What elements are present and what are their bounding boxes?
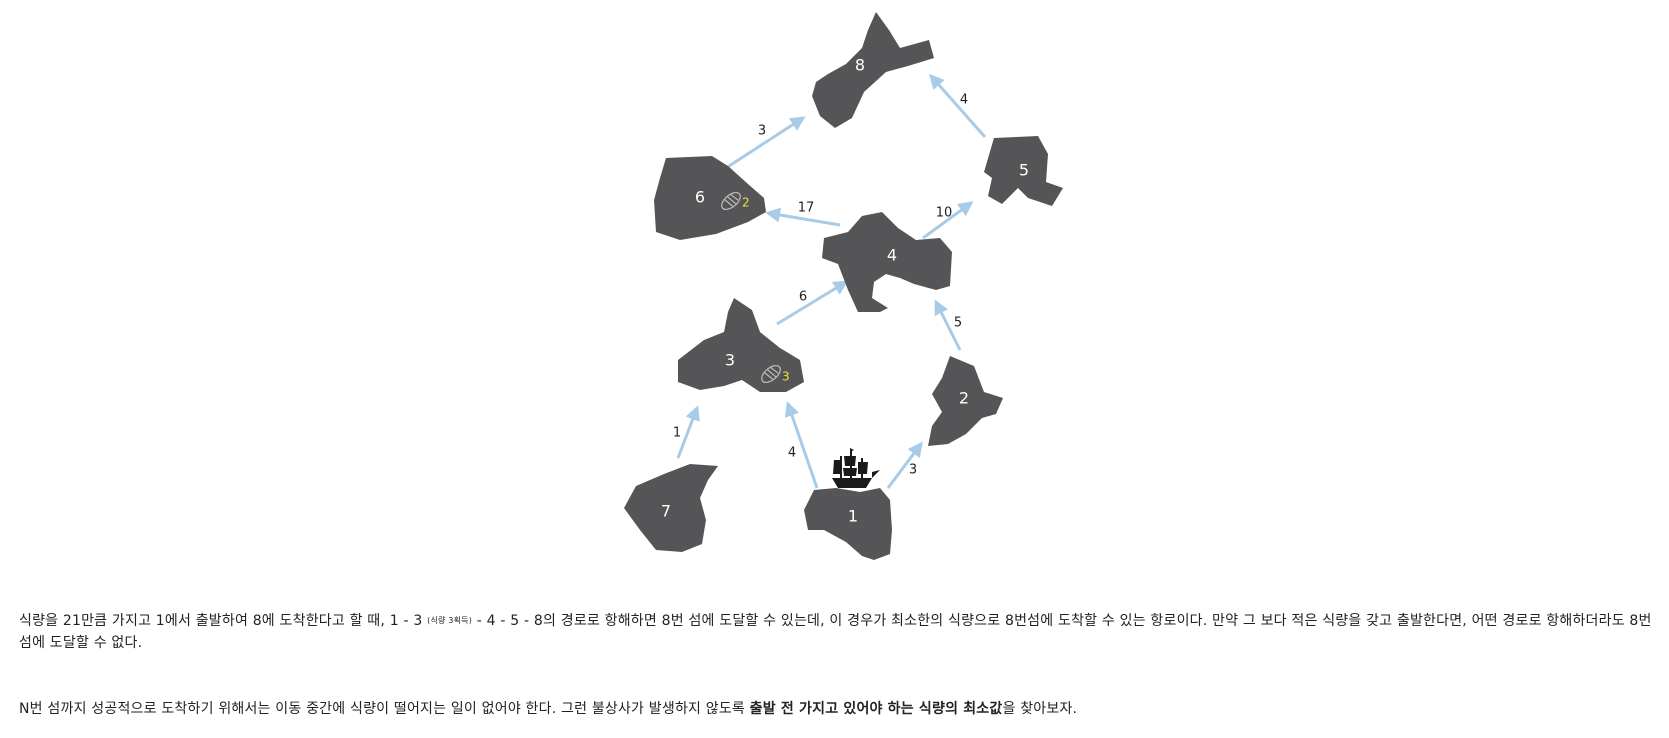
island-1-label: 1 bbox=[848, 507, 858, 526]
edge-5-8: 4 bbox=[929, 73, 987, 138]
edge-weight-5-8: 4 bbox=[960, 93, 968, 108]
edge-weight-1-2: 3 bbox=[909, 463, 917, 478]
edge-3-4: 6 bbox=[776, 280, 849, 326]
edge-weight-4-5: 10 bbox=[936, 206, 953, 221]
edge-weight-7-3: 1 bbox=[673, 426, 681, 441]
ship-icon bbox=[832, 448, 880, 488]
island-2: 2 bbox=[928, 356, 1003, 446]
description-text-1b: - 4 - 5 - 8의 경로로 항해하면 8번 섬에 도달할 수 있는데, 이… bbox=[19, 613, 1652, 651]
description-emphasis: 출발 전 가지고 있어야 하는 식량의 최소값 bbox=[749, 701, 1003, 717]
edge-7-3: 1 bbox=[673, 405, 700, 459]
bread-icon bbox=[721, 191, 741, 211]
edge-weight-6-8: 3 bbox=[758, 124, 766, 139]
edge-4-5: 10 bbox=[922, 201, 974, 240]
edge-weight-1-3: 4 bbox=[788, 446, 796, 461]
island-3-food: 3 bbox=[782, 370, 790, 384]
island-5: 5 bbox=[984, 136, 1063, 206]
bread-icon bbox=[761, 364, 781, 384]
island-7-label: 7 bbox=[661, 502, 671, 521]
island-6-label: 6 bbox=[695, 188, 705, 207]
island-6-food: 2 bbox=[742, 196, 750, 210]
edge-1-3: 4 bbox=[784, 401, 819, 489]
edge-1-2: 3 bbox=[886, 441, 923, 489]
edge-4-6: 17 bbox=[765, 201, 841, 227]
description-paragraph-1: 식량을 21만큼 가지고 1에서 출발하여 8에 도착한다고 할 때, 1 - … bbox=[19, 610, 1659, 654]
island-6: 6 2 bbox=[654, 156, 766, 240]
description-small-note: (식량 3획득) bbox=[427, 616, 473, 625]
edge-6-8: 3 bbox=[725, 116, 806, 170]
description-text-2a: N번 섬까지 성공적으로 도착하기 위해서는 이동 중간에 식량이 떨어지는 일… bbox=[19, 701, 750, 717]
edge-weight-4-6: 17 bbox=[798, 201, 815, 216]
island-4-label: 4 bbox=[887, 246, 897, 265]
island-8: 8 bbox=[812, 12, 934, 128]
island-5-label: 5 bbox=[1019, 161, 1029, 180]
island-8-label: 8 bbox=[855, 56, 865, 75]
edge-weight-2-4: 5 bbox=[954, 316, 962, 331]
island-1: 1 bbox=[804, 488, 892, 560]
island-4: 4 bbox=[822, 212, 952, 312]
island-3: 3 3 bbox=[678, 298, 804, 392]
island-7: 7 bbox=[624, 464, 718, 552]
description-paragraph-2: N번 섬까지 성공적으로 도착하기 위해서는 이동 중간에 식량이 떨어지는 일… bbox=[19, 698, 1659, 720]
description-text-1a: 식량을 21만큼 가지고 1에서 출발하여 8에 도착한다고 할 때, 1 - … bbox=[19, 613, 423, 629]
description-text-2c: 을 찾아보자. bbox=[1002, 701, 1078, 717]
edge-2-4: 5 bbox=[934, 299, 962, 351]
island-3-label: 3 bbox=[725, 351, 735, 370]
edge-weight-3-4: 6 bbox=[799, 290, 807, 305]
island-route-diagram: 3 4 1 6 5 17 10 3 4 8 5 6 bbox=[624, 12, 1063, 560]
island-2-label: 2 bbox=[959, 389, 969, 408]
